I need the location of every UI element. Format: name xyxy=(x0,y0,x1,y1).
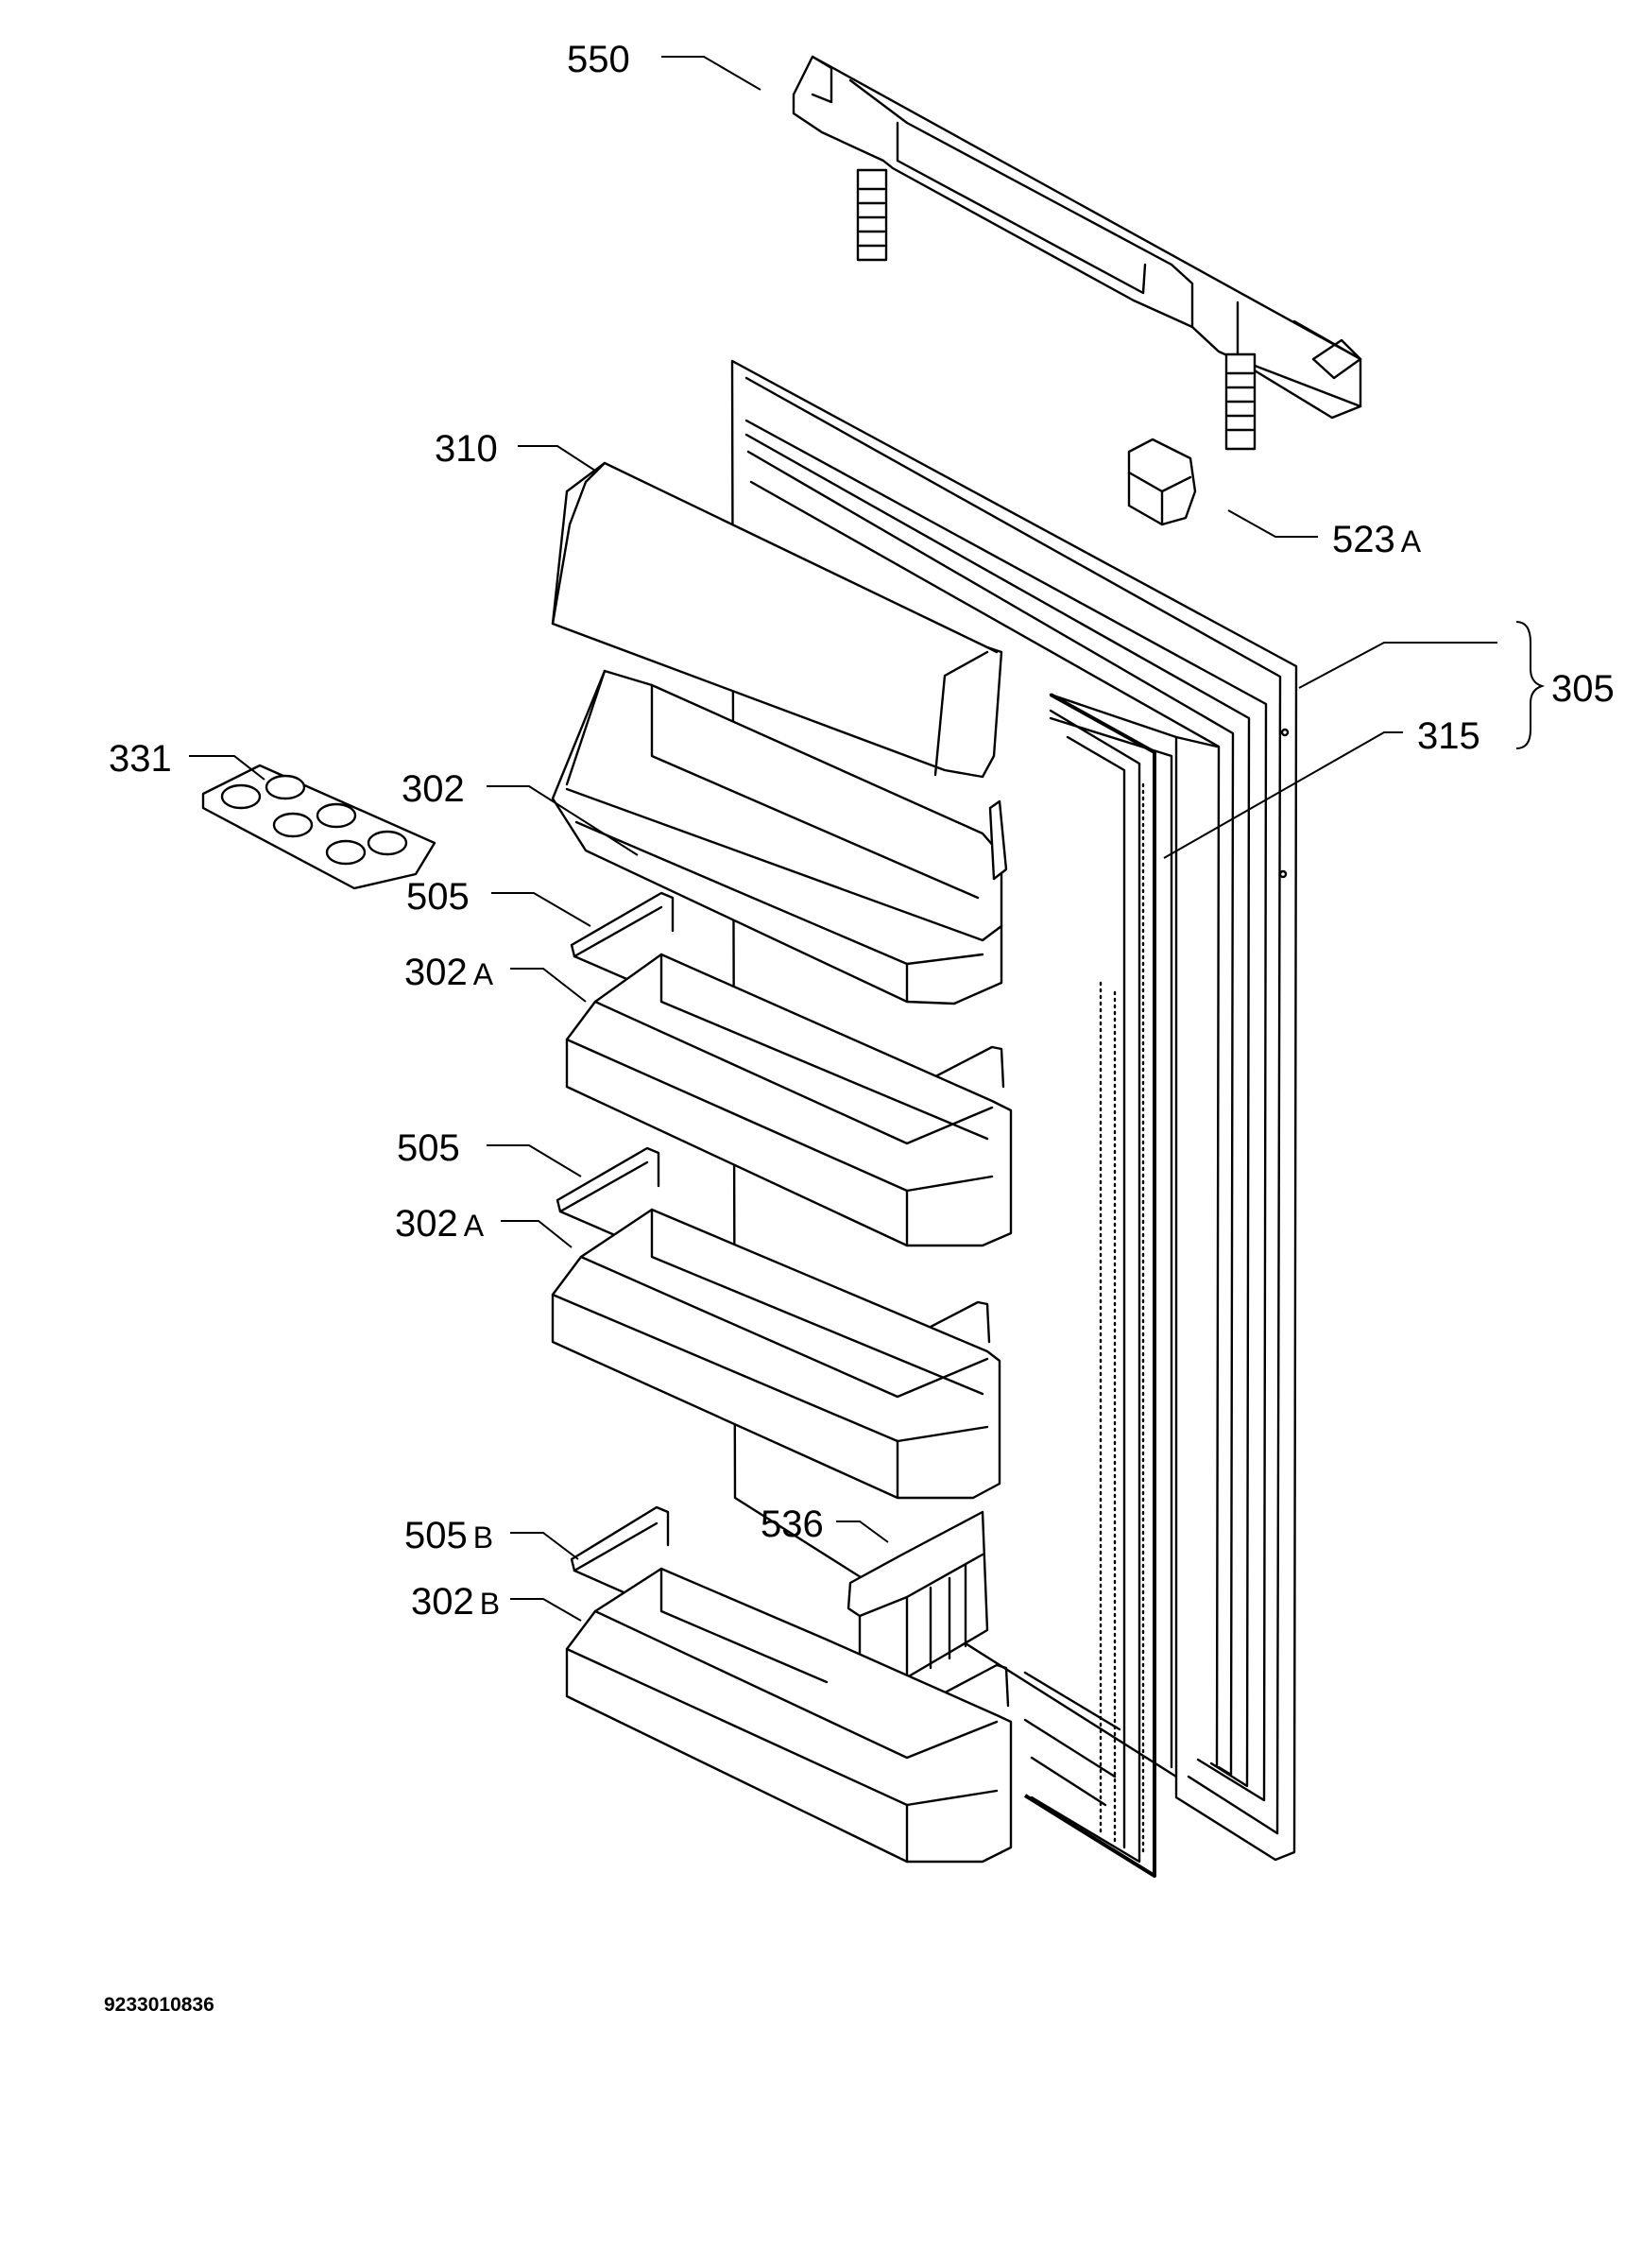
drawing-code: 9233010836 xyxy=(104,1994,214,2016)
callout-310: 310 xyxy=(435,428,498,470)
callout-331: 331 xyxy=(109,738,172,780)
shelf-rail-1 xyxy=(570,891,1005,1098)
dairy-compartment-lid xyxy=(551,461,1003,779)
door-shelf-1 xyxy=(565,953,1013,1247)
callout-505-second: 505 xyxy=(397,1127,460,1169)
bottle-rail xyxy=(570,1505,1010,1717)
hinge-cover-part xyxy=(1127,438,1197,526)
door-shelf-2 xyxy=(551,1208,1001,1500)
bottle-shelf xyxy=(565,1567,1013,1864)
dairy-compartment-shelf xyxy=(551,669,1008,1005)
callout-505-first: 505 xyxy=(406,876,470,918)
door-gasket xyxy=(1023,693,1156,1878)
callout-536: 536 xyxy=(761,1503,824,1545)
callout-305: 305 xyxy=(1551,668,1615,710)
callout-302: 302 xyxy=(402,768,465,810)
callout-550: 550 xyxy=(567,39,630,80)
top-trim-bar xyxy=(792,55,1362,451)
egg-tray xyxy=(201,764,436,890)
callout-315: 315 xyxy=(1417,715,1480,757)
leader-lines xyxy=(189,56,1546,1622)
